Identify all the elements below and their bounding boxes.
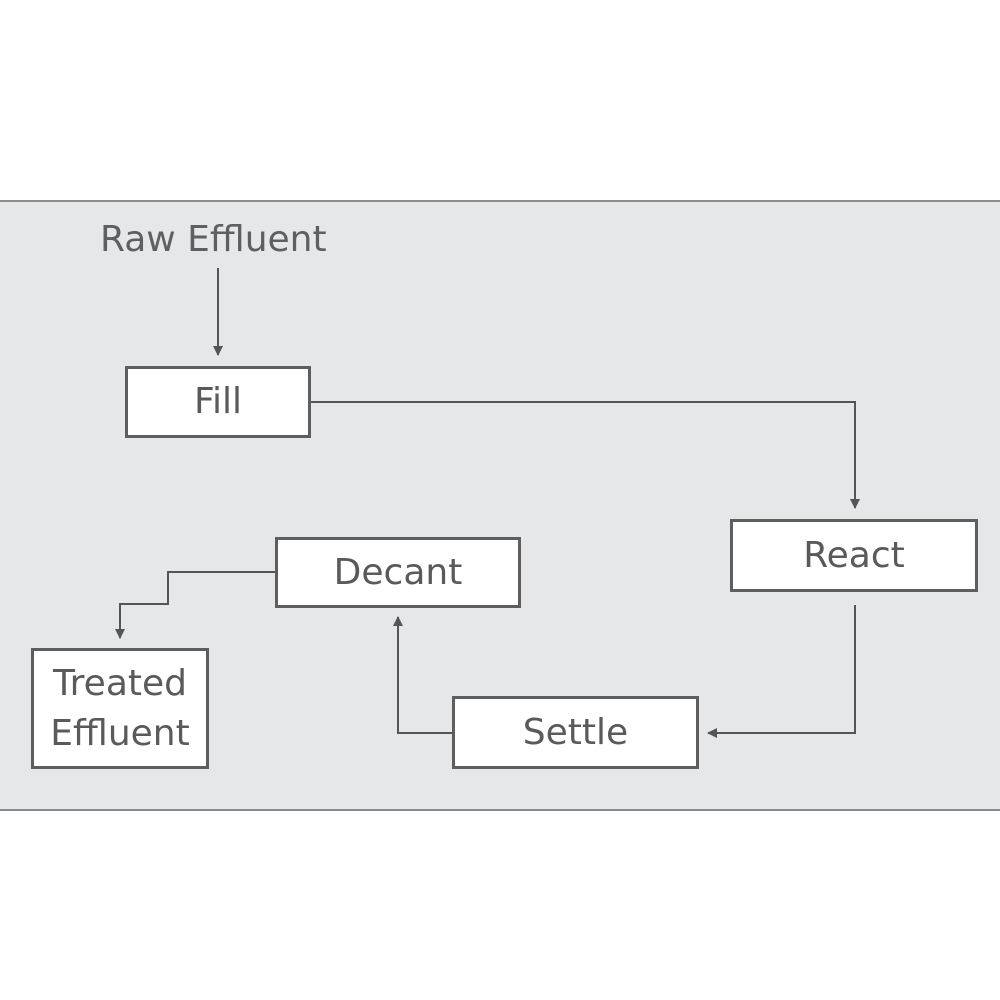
treated-effluent-label-line2: Effluent [50,712,190,754]
decant-step-box: Decant [275,537,521,608]
arrow-decant-to-treated [115,571,276,639]
settle-step-label: Settle [522,711,629,753]
arrow-settle-to-decant [393,616,452,734]
treated-effluent-box: Treated Effluent [31,648,209,769]
fill-step-label: Fill [193,381,243,422]
decant-step-label: Decant [333,551,463,593]
react-step-label: React [803,534,905,576]
treated-effluent-label-line1: Treated [52,662,188,704]
arrow-react-to-settle [707,605,856,738]
fill-step-box: Fill [125,366,311,438]
react-step-box: React [730,519,978,592]
settle-step-box: Settle [452,696,699,769]
arrow-fill-to-react [311,401,860,509]
raw-effluent-label: Raw Effluent [100,219,327,260]
